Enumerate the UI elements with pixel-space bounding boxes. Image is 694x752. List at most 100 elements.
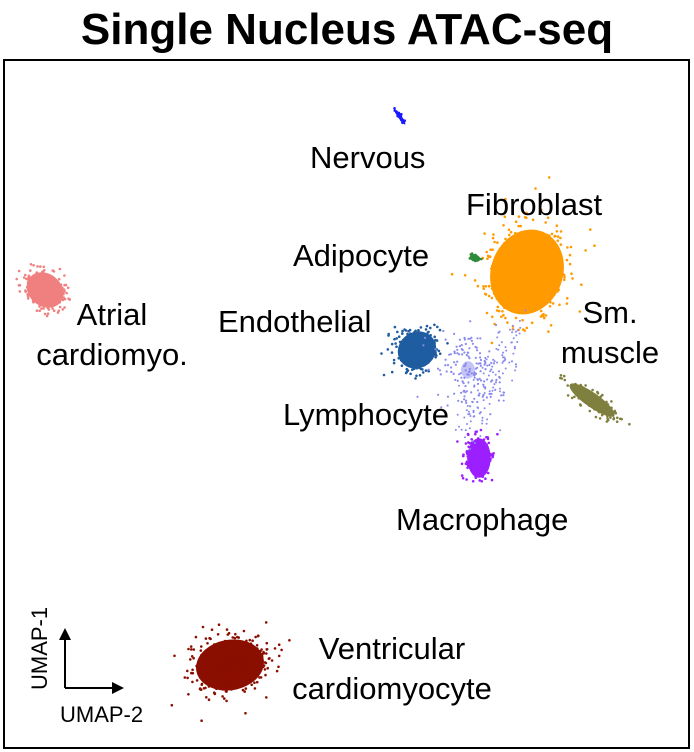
- cell-point: [498, 381, 501, 384]
- cell-point: [512, 278, 516, 282]
- cell-point: [464, 436, 466, 439]
- cell-point: [236, 663, 239, 667]
- cell-point: [273, 647, 277, 650]
- cell-point: [421, 371, 425, 374]
- cell-point: [382, 373, 386, 377]
- cell-point: [222, 666, 226, 669]
- cell-point: [205, 696, 208, 699]
- cell-point: [408, 328, 412, 332]
- cell-point: [393, 107, 396, 110]
- cell-point: [237, 685, 241, 688]
- cell-point: [437, 349, 441, 353]
- cell-point: [249, 665, 252, 669]
- cell-point: [518, 280, 522, 283]
- cell-point: [483, 463, 487, 466]
- cell-point: [511, 251, 515, 254]
- cell-point: [470, 438, 474, 441]
- cell-point: [470, 455, 474, 459]
- cell-point: [243, 665, 247, 669]
- cell-point: [520, 231, 523, 234]
- cell-point: [29, 269, 32, 272]
- cell-point: [576, 388, 580, 392]
- cell-point: [233, 636, 237, 640]
- cell-point: [50, 292, 54, 296]
- cell-point: [249, 642, 253, 645]
- cell-point: [256, 634, 260, 638]
- cell-point: [402, 338, 405, 342]
- cell-point: [503, 215, 507, 218]
- cell-point: [482, 287, 486, 291]
- cell-point: [262, 665, 265, 669]
- cell-point: [36, 295, 39, 298]
- cell-point: [476, 437, 480, 440]
- cell-point: [577, 396, 581, 400]
- cell-point: [400, 347, 404, 350]
- cell-point: [521, 289, 525, 292]
- cell-point: [583, 397, 586, 401]
- cell-point: [438, 352, 442, 356]
- cell-point: [476, 382, 480, 385]
- cell-point: [479, 428, 483, 432]
- cell-point: [555, 244, 559, 247]
- cell-point: [498, 344, 501, 347]
- cell-point: [532, 239, 535, 243]
- cluster-label: Sm.: [582, 295, 637, 330]
- cell-point: [566, 296, 569, 300]
- cell-point: [476, 400, 479, 404]
- cell-point: [476, 366, 479, 369]
- cell-point: [510, 288, 513, 291]
- cell-point: [616, 416, 619, 420]
- cell-point: [513, 245, 516, 248]
- cell-point: [469, 320, 472, 323]
- cell-point: [586, 393, 589, 397]
- cell-point: [478, 257, 482, 261]
- cell-point: [580, 392, 584, 395]
- cell-point: [492, 233, 495, 236]
- cell-point: [580, 394, 583, 398]
- cell-point: [18, 290, 22, 293]
- cell-point: [477, 474, 481, 477]
- cell-point: [522, 237, 525, 241]
- cell-point: [477, 389, 479, 392]
- cell-point: [475, 444, 478, 448]
- cell-point: [390, 351, 394, 354]
- cell-point: [527, 239, 531, 243]
- cell-point: [519, 326, 522, 329]
- cell-point: [446, 395, 450, 398]
- cell-point: [233, 680, 237, 683]
- cell-point: [231, 673, 234, 677]
- cell-point: [213, 643, 216, 646]
- cell-point: [505, 349, 508, 352]
- cell-point: [469, 405, 472, 408]
- cell-point: [277, 643, 281, 646]
- cell-point: [253, 668, 256, 672]
- cell-point: [468, 357, 471, 360]
- cell-point: [475, 473, 479, 476]
- cell-point: [260, 659, 263, 663]
- cell-point: [505, 302, 509, 306]
- cell-point: [405, 360, 409, 363]
- cell-point: [210, 668, 213, 671]
- cell-point: [408, 345, 411, 349]
- cell-point: [427, 352, 431, 355]
- cell-point: [200, 660, 204, 663]
- cell-point: [473, 442, 476, 444]
- cell-point: [398, 352, 401, 355]
- cell-point: [210, 650, 213, 654]
- cell-point: [472, 448, 476, 452]
- cell-point: [406, 332, 409, 336]
- cell-point: [449, 353, 452, 356]
- cell-point: [464, 399, 468, 402]
- cell-point: [460, 462, 464, 466]
- cell-point: [534, 289, 537, 293]
- cell-point: [436, 325, 439, 329]
- cell-point: [56, 311, 60, 314]
- cell-point: [66, 286, 70, 290]
- cell-point: [487, 294, 491, 298]
- cell-point: [555, 230, 559, 233]
- cell-point: [559, 230, 563, 233]
- cell-point: [525, 276, 528, 279]
- cell-point: [539, 290, 543, 293]
- cell-point: [555, 285, 558, 288]
- cell-point: [554, 234, 557, 238]
